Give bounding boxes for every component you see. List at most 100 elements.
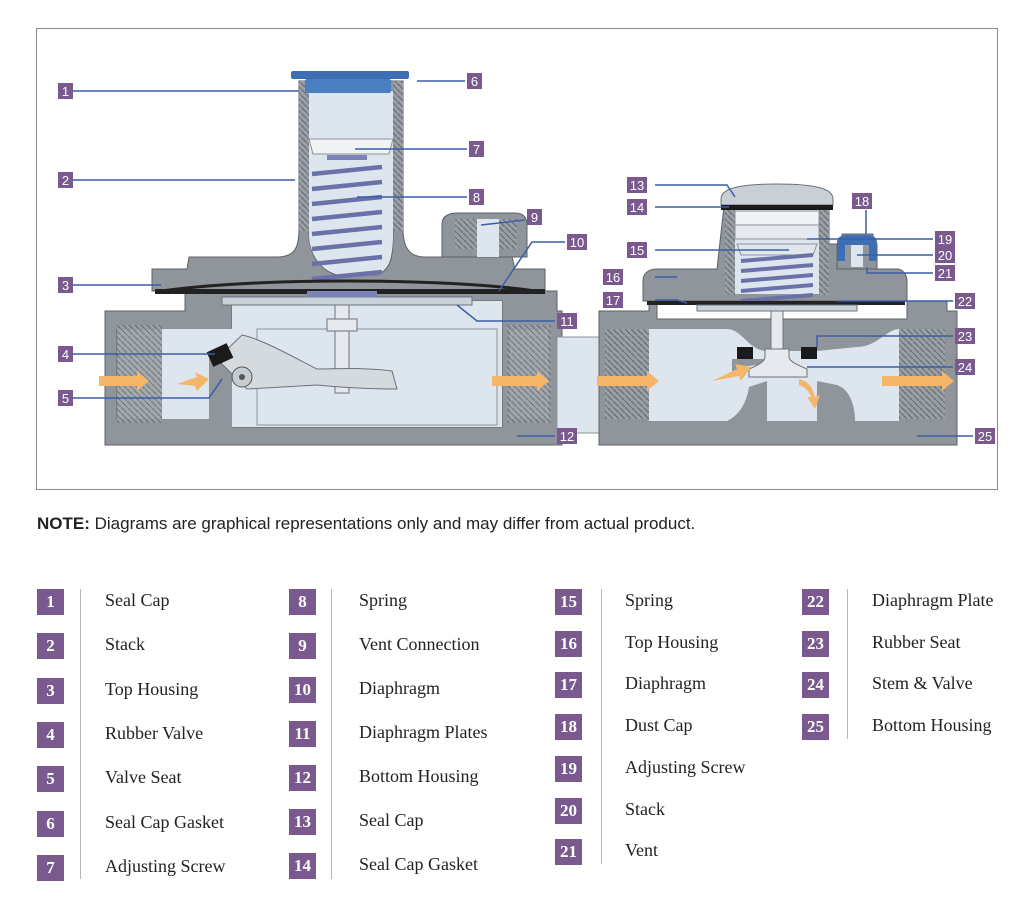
legend-badge: 1 [37, 589, 64, 615]
callout-box [955, 328, 975, 344]
callout-box [955, 293, 975, 309]
callout-number: 21 [938, 266, 952, 281]
callout-17: 17 [603, 292, 623, 308]
legend-badge: 2 [37, 633, 64, 660]
legend-badge: 13 [289, 809, 316, 835]
callout-6: 6 [467, 73, 482, 89]
callout-20: 20 [935, 247, 955, 263]
callout-15: 15 [627, 242, 647, 258]
callout-number: 18 [855, 194, 869, 209]
legend-label: Spring [625, 590, 674, 610]
legend-badge: 16 [555, 630, 582, 657]
callout-box [469, 141, 484, 157]
callout-number: 15 [630, 243, 644, 258]
right-dust-cap [837, 235, 877, 261]
callout-number: 6 [471, 74, 478, 89]
callout-number: 23 [958, 329, 972, 344]
callout-box [469, 189, 484, 205]
callout-8: 8 [469, 189, 484, 205]
legend-label: Stack [625, 798, 665, 819]
legend-label: Rubber Seat [872, 631, 961, 652]
callout-number: 16 [606, 270, 620, 285]
legend-badge: 19 [555, 755, 582, 782]
callout-box [603, 292, 623, 308]
callout-leader-lines [71, 80, 973, 437]
callout-number: 3 [62, 278, 69, 293]
callout-number: 8 [473, 190, 480, 205]
callout-number: 13 [630, 178, 644, 193]
legend-badge: 12 [289, 765, 316, 791]
callout-4: 4 [58, 346, 73, 362]
note-prefix: NOTE: [37, 514, 90, 533]
legend-label: Seal Cap Gasket [105, 811, 224, 832]
legend-label: Valve Seat [105, 767, 182, 788]
callout-number: 2 [62, 173, 69, 188]
legend-badge: 21 [555, 839, 582, 866]
callout-number: 25 [978, 429, 992, 444]
callout-3: 3 [58, 277, 73, 293]
callout-box [467, 73, 482, 89]
regulator-cutaway-diagram: 1234567891011121314151617181920212223242… [58, 71, 995, 446]
legend-divider [847, 589, 848, 739]
legend-label: Diaphragm Plates [359, 722, 488, 742]
callout-10: 10 [567, 234, 587, 250]
right-spring [740, 253, 814, 303]
callout-number: 22 [958, 294, 972, 309]
callout-number: 14 [630, 200, 644, 215]
legend-label: Adjusting Screw [625, 756, 746, 777]
legend-badge: 17 [555, 672, 582, 699]
right-seal-cap [720, 183, 834, 206]
legend-badge: 20 [555, 797, 582, 824]
right-regulator [597, 183, 958, 446]
legend-label: Stem & Valve [872, 673, 973, 694]
legend-label: Top Housing [105, 678, 199, 699]
callout-number: 4 [62, 347, 69, 362]
right-flow-arrows [597, 364, 954, 409]
callout-box [567, 234, 587, 250]
legend-badge: 6 [37, 810, 64, 837]
callout-number: 19 [938, 232, 952, 247]
legend-label: Spring [359, 590, 408, 610]
legend-badge: 24 [802, 672, 829, 699]
callout-14: 14 [627, 199, 647, 215]
legend-badge: 25 [802, 714, 829, 741]
left-flow-arrows [99, 371, 549, 391]
callout-16: 16 [603, 269, 623, 285]
callout-box [603, 269, 623, 285]
callout-number: 17 [606, 293, 620, 308]
callout-25: 25 [975, 428, 995, 444]
callout-number: 1 [62, 84, 69, 99]
callout-box [935, 231, 955, 247]
callout-box [627, 242, 647, 258]
callout-21: 21 [935, 265, 955, 281]
callout-box [955, 359, 975, 375]
legend-label: Diaphragm [359, 678, 440, 698]
left-seal-cap [291, 71, 409, 79]
callout-boxes: 1234567891011121314151617181920212223242… [58, 73, 995, 444]
legend-badge: 4 [37, 721, 64, 748]
callout-7: 7 [469, 141, 484, 157]
callout-number: 7 [473, 142, 480, 157]
callout-22: 22 [955, 293, 975, 309]
legend-badge: 5 [37, 766, 64, 793]
left-diaphragm-plate [221, 296, 473, 306]
legend-badge: 15 [555, 589, 582, 615]
left-diaphragm [154, 279, 543, 294]
legend-badge: 23 [802, 630, 829, 657]
callout-number: 11 [560, 314, 574, 329]
callout-11: 11 [557, 313, 577, 329]
callout-13: 13 [627, 177, 647, 193]
legend-label: Bottom Housing [359, 766, 479, 786]
legend-label: Seal Cap [105, 590, 170, 610]
legend-label: Adjusting Screw [105, 855, 226, 876]
callout-23: 23 [955, 328, 975, 344]
callout-box [557, 428, 577, 444]
callout-number: 5 [62, 391, 69, 406]
callout-box [935, 247, 955, 263]
legend-label: Vent [625, 840, 658, 861]
legend-badge: 22 [802, 589, 829, 615]
legend-label: Rubber Valve [105, 722, 204, 743]
note-text: Diagrams are graphical representations o… [94, 514, 696, 533]
callout-2: 2 [58, 172, 73, 188]
legend-divider [331, 589, 332, 879]
